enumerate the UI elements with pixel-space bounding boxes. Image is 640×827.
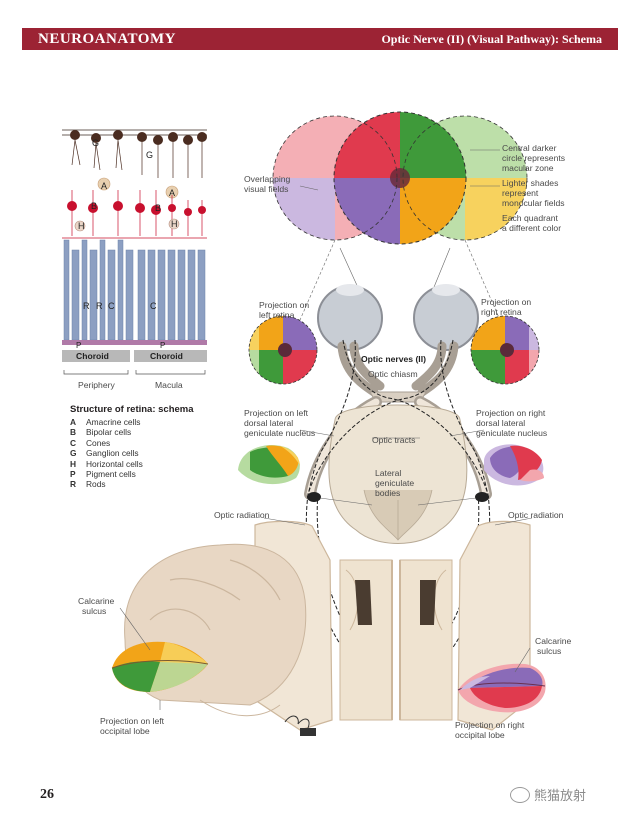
label-optic-chiasm: Optic chiasm <box>368 369 418 379</box>
retina-label-g2: G <box>146 150 153 160</box>
retina-label-a: A <box>101 181 107 191</box>
retina-label-c2: C <box>150 301 157 311</box>
retina-label-p: P <box>76 341 81 351</box>
watermark: 熊猫放射 <box>510 785 586 804</box>
label-proj-right-retina-1: Projection on <box>481 297 531 307</box>
macula-label: Macula <box>155 380 183 390</box>
label-proj-right-retina-2: right retina <box>481 307 522 317</box>
label-proj-right-occ-2: occipital lobe <box>455 730 505 740</box>
label-lighter-3: monocular fields <box>502 198 565 208</box>
retina-label-b: B <box>91 201 97 211</box>
label-proj-right-lgn-2: dorsal lateral <box>476 418 525 428</box>
label-proj-right-lgn-3: geniculate nucleus <box>476 428 547 438</box>
label-calcarine-left-2: sulcus <box>82 606 106 616</box>
periphery-label: Periphery <box>78 380 115 390</box>
page-number: 26 <box>40 787 54 803</box>
label-proj-right-lgn-1: Projection on right <box>476 408 545 418</box>
retina-label-g: G <box>92 138 99 148</box>
label-lighter-2: represent <box>502 188 538 198</box>
label-lateral-1: Lateral <box>375 468 401 478</box>
retina-label-r2: R <box>96 301 103 311</box>
label-central-1: Central darker <box>502 143 556 153</box>
label-overlapping-2: visual fields <box>244 184 288 194</box>
legend-title: Structure of retina: schema <box>70 404 240 415</box>
label-quadrant-1: Each quadrant <box>502 213 558 223</box>
right-lgn-projection <box>484 444 544 485</box>
label-optic-tracts: Optic tracts <box>372 435 415 445</box>
label-optic-radiation-right: Optic radiation <box>508 510 563 520</box>
retina-label-p2: P <box>160 341 165 351</box>
label-proj-left-retina-1: Projection on <box>259 300 309 310</box>
retina-label-r: R <box>83 301 90 311</box>
label-proj-left-lgn-3: geniculate nucleus <box>244 428 315 438</box>
retina-label-h: H <box>78 221 85 231</box>
label-central-2: circle represents <box>502 153 565 163</box>
label-lateral-3: bodies <box>375 488 400 498</box>
left-eye <box>318 284 382 350</box>
right-eye <box>414 284 478 350</box>
label-lateral-2: geniculate <box>375 478 414 488</box>
label-calcarine-right-2: sulcus <box>537 646 561 656</box>
retina-label-b2: B <box>155 203 161 213</box>
label-proj-left-retina-2: left retina <box>259 310 294 320</box>
visual-fields <box>273 112 527 244</box>
retina-schema <box>62 120 207 374</box>
label-lighter-1: Lighter shades <box>502 178 558 188</box>
left-lgn-projection <box>238 445 300 484</box>
retina-label-h2: H <box>171 219 178 229</box>
label-proj-left-lgn-2: dorsal lateral <box>244 418 293 428</box>
pigment-layer <box>62 340 207 345</box>
label-calcarine-left-1: Calcarine <box>78 596 114 606</box>
retina-label-a2: A <box>169 188 175 198</box>
label-overlapping-1: Overlapping <box>244 174 290 184</box>
label-proj-left-lgn-1: Projection on left <box>244 408 308 418</box>
retina-label-c: C <box>108 301 115 311</box>
wechat-icon <box>510 787 530 803</box>
label-optic-radiation-left: Optic radiation <box>214 510 269 520</box>
label-proj-left-occ-2: occipital lobe <box>100 726 150 736</box>
watermark-text: 熊猫放射 <box>534 785 586 804</box>
label-proj-right-occ-1: Projection on right <box>455 720 524 730</box>
label-proj-left-occ-1: Projection on left <box>100 716 164 726</box>
label-central-3: macular zone <box>502 163 554 173</box>
label-quadrant-2: a different color <box>502 223 561 233</box>
choroid-label-left: Choroid <box>76 351 109 361</box>
choroid-label-right: Choroid <box>150 351 183 361</box>
label-calcarine-right-1: Calcarine <box>535 636 571 646</box>
label-optic-nerves: Optic nerves (II) <box>361 354 426 364</box>
